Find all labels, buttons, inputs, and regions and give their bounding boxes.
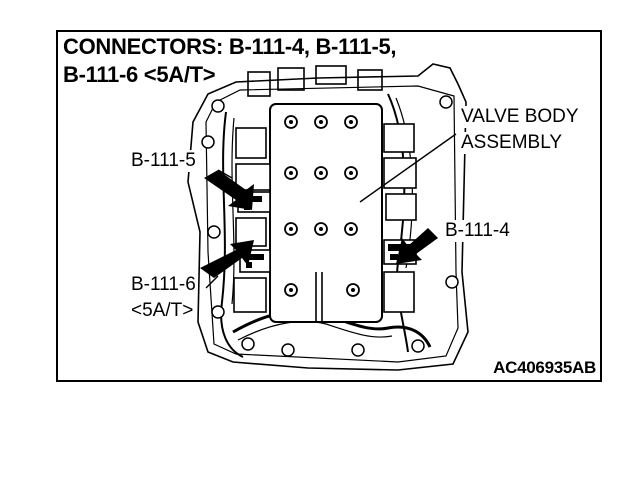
label-b111-4: B-111-4 [444,220,511,242]
label-valve-body-line-2: ASSEMBLY [460,132,564,154]
figure-code: AC406935AB [493,358,596,377]
left-harness [220,111,244,358]
arrow-b111-6 [200,240,254,278]
case-outline [187,63,469,371]
label-b111-6-line-1: B-111-6 [130,274,197,296]
label-b111-6-line-2: <5A/T> [130,300,195,322]
diagram-frame: CONNECTORS: B-111-4, B-111-5, B-111-6 <5… [56,30,602,382]
top-solenoid-4 [357,69,383,91]
bottom-harness-2 [237,320,393,341]
figure-title-line-2: B-111-6 <5A/T> [63,62,216,87]
figure-title-line-1: CONNECTORS: B-111-4, B-111-5, [63,34,397,59]
top-solenoid-2 [277,67,305,91]
b111-6-leader [205,275,219,289]
arrow-b111-5 [204,170,254,210]
valve-body-leader [359,133,457,203]
arrow-b111-4 [396,228,438,264]
left-harness-2 [231,117,235,305]
top-solenoid-3 [315,65,347,85]
tube [315,272,323,322]
label-valve-body-line-1: VALVE BODY [460,106,580,128]
valve-body-illustration [187,63,469,371]
b111-5-leader [217,169,233,179]
label-b111-5: B-111-5 [130,150,197,172]
valve-body-plate [269,103,383,323]
top-solenoid-1 [247,71,271,97]
case-inner-outline [205,85,459,363]
